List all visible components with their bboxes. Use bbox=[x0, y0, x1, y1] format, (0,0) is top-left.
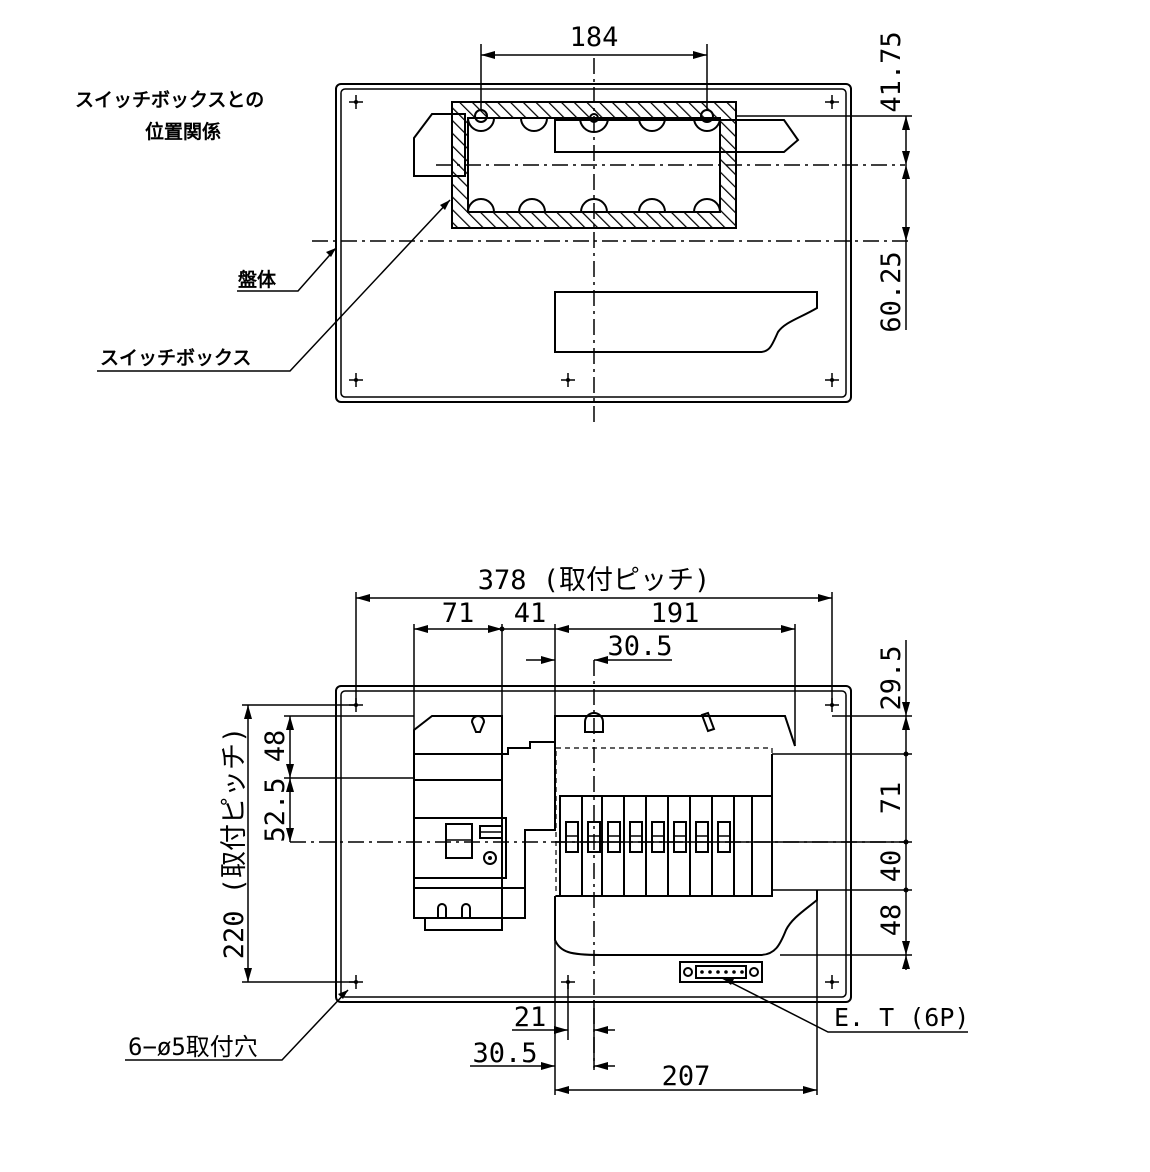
top-leaders: 盤体 スイッチボックス bbox=[97, 199, 451, 372]
dim-378-text: 378 (取付ピッチ) bbox=[478, 565, 711, 596]
dim-207-text: 207 bbox=[662, 1061, 711, 1092]
dim-41-75-text: 41.75 bbox=[876, 31, 907, 112]
branch-breakers bbox=[555, 747, 773, 897]
top-caption-line2: 位置関係 bbox=[145, 120, 221, 143]
bottom-upper-left-cutout bbox=[413, 715, 503, 754]
dim-right-top: 41.75 60.25 bbox=[736, 31, 912, 333]
dim-378: 378 (取付ピッチ) bbox=[355, 565, 833, 705]
top-lower-cutout bbox=[554, 291, 818, 353]
switch-box bbox=[451, 101, 737, 229]
top-view: スイッチボックスとの 位置関係 bbox=[75, 22, 912, 425]
dim-right-40-text: 40 bbox=[876, 850, 907, 883]
earth-terminal bbox=[679, 961, 763, 983]
label-panel: 盤体 bbox=[238, 268, 277, 291]
dim-right-48-text: 48 bbox=[876, 904, 907, 937]
dim-left-48-text: 48 bbox=[260, 730, 291, 763]
dim-right-bottom: 29.5 71 40 48 bbox=[555, 640, 912, 970]
top-panel-outline bbox=[335, 83, 852, 403]
bottom-keyholes bbox=[470, 711, 716, 733]
top-caption-line1: スイッチボックスとの bbox=[75, 89, 264, 111]
dim-191-text: 191 bbox=[651, 598, 700, 629]
dim-220-text: 220 (取付ピッチ) bbox=[219, 727, 250, 960]
dim-21-text: 21 bbox=[514, 1002, 547, 1033]
bottom-leaders: 6−ø5取付穴 E. T (6P) bbox=[125, 977, 969, 1061]
dim-71-text: 71 bbox=[442, 598, 475, 629]
dim-71-41-191: 71 41 191 bbox=[413, 598, 796, 754]
dim-left-52-5-text: 52.5 bbox=[260, 777, 291, 842]
top-mount-marks bbox=[349, 95, 839, 387]
label-holes: 6−ø5取付穴 bbox=[128, 1033, 258, 1061]
dim-184: 184 bbox=[480, 22, 708, 110]
dim-30-5-bottom-text: 30.5 bbox=[472, 1038, 537, 1069]
dim-60-25-text: 60.25 bbox=[876, 251, 907, 332]
bottom-lower-cutout bbox=[554, 890, 818, 956]
dim-right-71-text: 71 bbox=[876, 782, 907, 815]
dim-left: 48 52.5 220 (取付ピッチ) bbox=[219, 704, 414, 983]
dim-41-text: 41 bbox=[514, 598, 547, 629]
dim-29-5-text: 29.5 bbox=[876, 645, 907, 710]
dim-184-text: 184 bbox=[570, 22, 619, 53]
dim-30-5-top-text: 30.5 bbox=[607, 631, 672, 662]
label-terminal: E. T (6P) bbox=[834, 1003, 969, 1032]
dim-30-5-top: 30.5 bbox=[526, 631, 673, 664]
dim-bottom: 21 30.5 207 bbox=[470, 896, 818, 1095]
bottom-view: 378 (取付ピッチ) 71 41 191 30.5 29.5 bbox=[125, 565, 969, 1095]
label-switchbox: スイッチボックス bbox=[100, 347, 251, 369]
top-right-cutout bbox=[554, 119, 800, 153]
main-breaker bbox=[413, 741, 556, 931]
